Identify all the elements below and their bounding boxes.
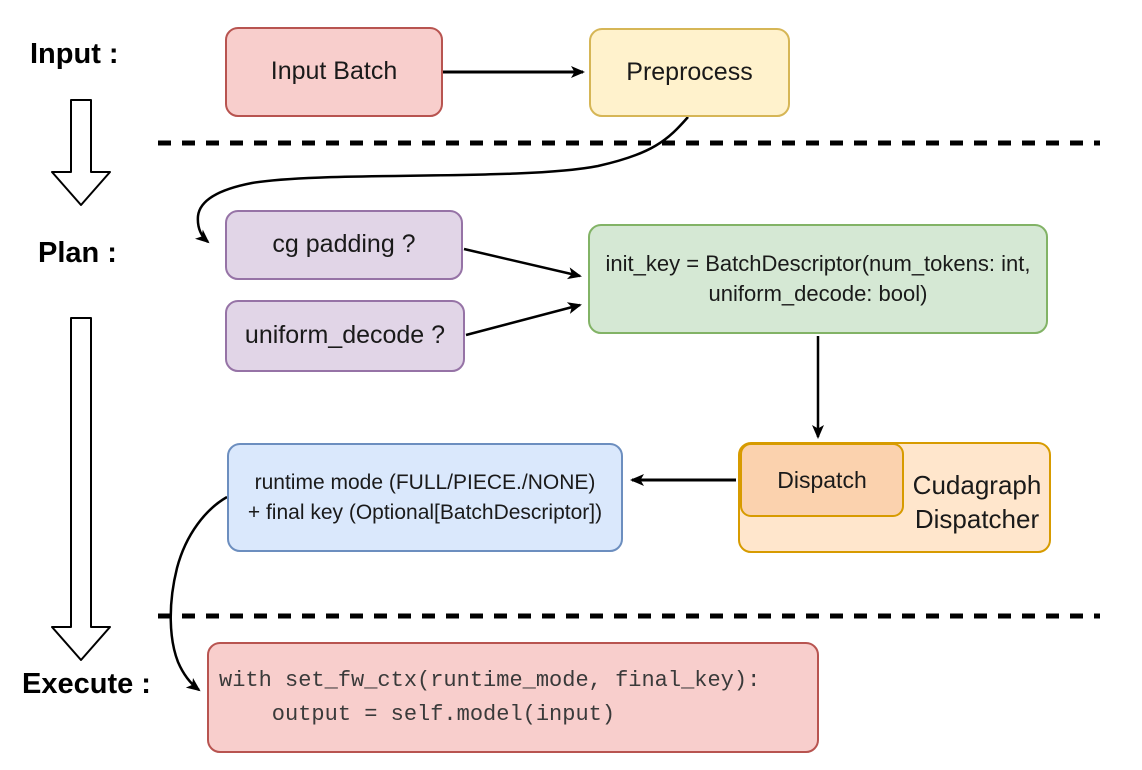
node-cg-padding-label: cg padding ?: [272, 230, 416, 259]
node-preprocess-label: Preprocess: [626, 57, 753, 86]
node-dispatch-label: Dispatch: [777, 466, 867, 493]
node-runtime-mode-line1: runtime mode (FULL/PIECE./NONE): [254, 471, 596, 495]
node-uniform-decode: uniform_decode ?: [225, 300, 465, 372]
stage-label-input: Input :: [30, 38, 119, 70]
node-init-key: init_key = BatchDescriptor(num_tokens: i…: [588, 224, 1048, 334]
stage-label-execute: Execute :: [22, 668, 151, 700]
execute-code-line1: with set_fw_ctx(runtime_mode, final_key)…: [219, 667, 761, 693]
node-cudagraph-dispatcher-line2: Dispatcher: [914, 504, 1040, 534]
node-cudagraph-dispatcher-line1: Cudagraph: [912, 470, 1042, 500]
node-input-batch: Input Batch: [225, 27, 443, 117]
node-preprocess: Preprocess: [589, 28, 790, 117]
node-runtime-mode-line2: + final key (Optional[BatchDescriptor]): [247, 500, 603, 524]
edge-uniform-decode-to-init-key: [465, 302, 582, 337]
node-input-batch-label: Input Batch: [270, 57, 398, 86]
stage-label-plan: Plan :: [38, 237, 117, 269]
node-execute-code: with set_fw_ctx(runtime_mode, final_key)…: [207, 642, 819, 753]
stage-arrow-input-to-plan-icon: [51, 99, 111, 206]
node-cg-padding: cg padding ?: [225, 210, 463, 280]
node-init-key-line1: init_key = BatchDescriptor(num_tokens: i…: [605, 251, 1031, 277]
node-init-key-line2: uniform_decode: bool): [708, 281, 928, 306]
execute-code-line2: output = self.model(input): [219, 701, 616, 727]
edge-cg-padding-to-init-key: [463, 247, 582, 280]
node-dispatch: Dispatch: [740, 443, 904, 517]
node-cudagraph-dispatcher-label: Cudagraph Dispatcher: [904, 468, 1050, 536]
stage-arrow-plan-to-execute-icon: [51, 317, 111, 661]
node-uniform-decode-label: uniform_decode ?: [244, 321, 446, 350]
node-runtime-mode: runtime mode (FULL/PIECE./NONE) + final …: [227, 443, 623, 552]
